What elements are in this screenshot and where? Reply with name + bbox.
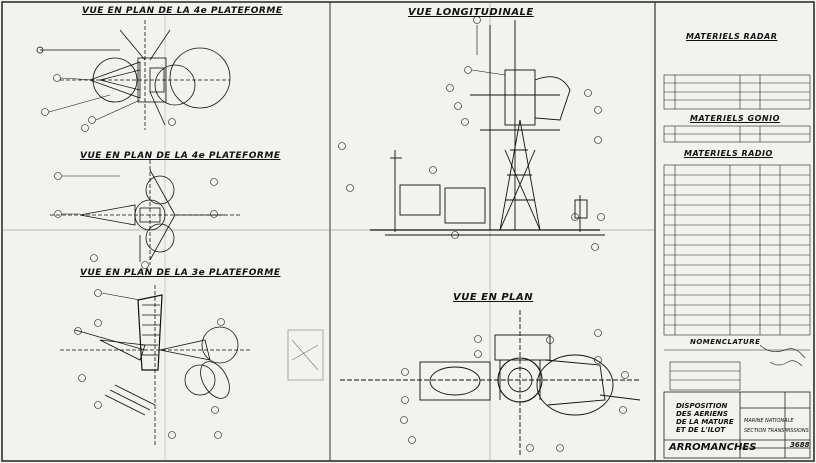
plan-4b-drawing <box>50 160 240 265</box>
gonio-table <box>663 125 811 143</box>
nomenclature-area <box>664 349 810 391</box>
title-block-ship: ARROMANCHES <box>669 442 757 453</box>
longitudinal-mast-drawing <box>370 20 605 236</box>
plan-3-drawing <box>60 285 250 445</box>
title-block-line3: DE LA MATURE <box>676 418 734 426</box>
title-nomenclature: NOMENCLATURE <box>690 338 761 346</box>
title-block-line2: DES AERIENS <box>676 410 728 418</box>
title-plan-view: VUE EN PLAN <box>453 292 534 303</box>
title-block-line4: ET DE L'ILOT <box>676 426 726 434</box>
plan-4b-callouts <box>54 172 218 269</box>
title-block-line1: DISPOSITION <box>676 402 728 410</box>
plan-view-callouts <box>400 329 629 452</box>
title-block-org1: MARINE NATIONALE <box>744 418 794 424</box>
title-gonio-table: MATERIELS GONIO <box>690 114 780 123</box>
title-plan-3: VUE EN PLAN DE LA 3e PLATEFORME <box>80 268 281 278</box>
title-plan-4: VUE EN PLAN DE LA 4e PLATEFORME <box>82 6 283 16</box>
title-plan-4b: VUE EN PLAN DE LA 4e PLATEFORME <box>80 151 281 161</box>
title-radio-table: MATERIELS RADIO <box>684 149 773 158</box>
title-longitudinal: VUE LONGITUDINALE <box>408 7 534 18</box>
plan-view-drawing <box>340 310 641 455</box>
stamp-signature <box>759 344 806 367</box>
title-radar-table: MATERIELS RADAR <box>686 32 778 41</box>
title-block <box>663 391 811 459</box>
sketch-detail <box>287 329 324 381</box>
plan-4-callouts <box>41 74 176 132</box>
title-block-org2: SECTION TRANSMISSIONS <box>744 428 809 434</box>
plan-4-drawing <box>36 20 231 130</box>
longitudinal-callouts <box>338 16 605 251</box>
radar-table <box>663 74 811 110</box>
radio-table <box>663 164 811 336</box>
title-block-number: 3688 <box>790 441 810 449</box>
plan-3-callouts <box>74 289 225 439</box>
